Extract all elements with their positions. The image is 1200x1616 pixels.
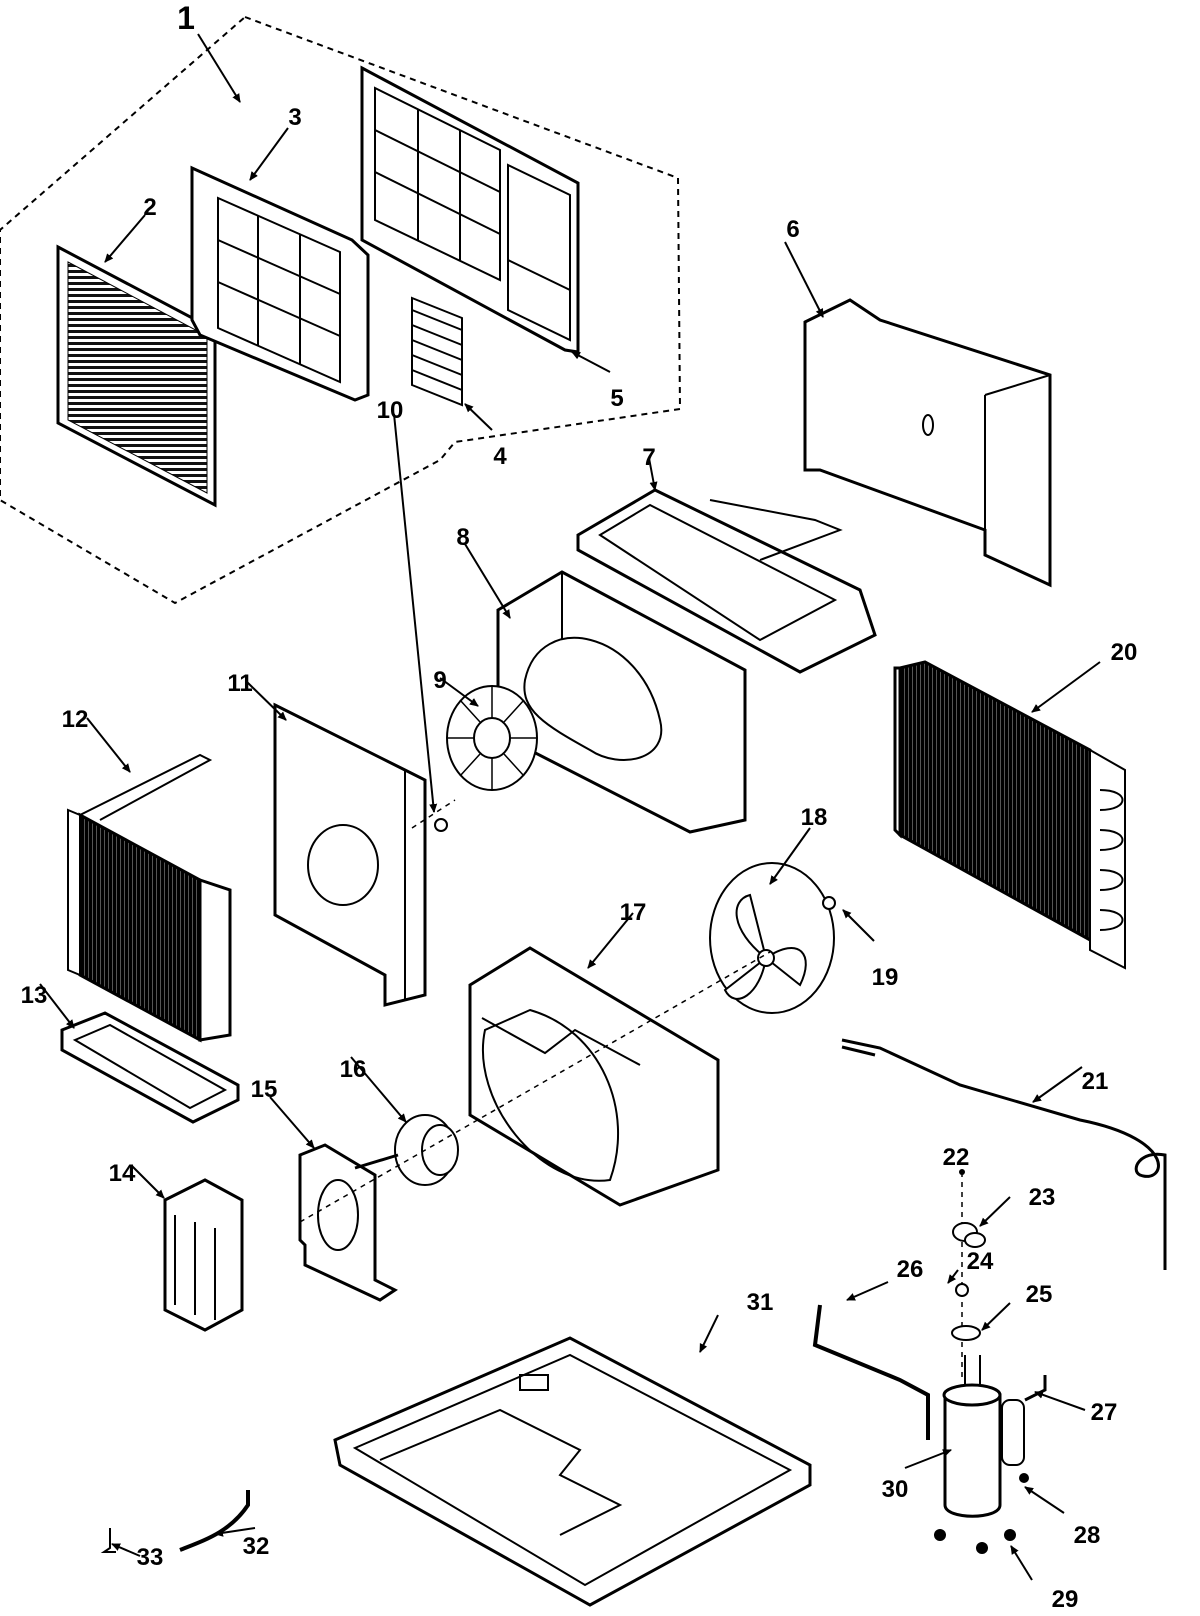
label-19: 19	[871, 964, 899, 991]
label-17: 17	[619, 899, 647, 926]
grommet-28	[1019, 1473, 1029, 1483]
label-2: 2	[143, 194, 157, 221]
base-pan	[333, 1336, 812, 1607]
label-32: 32	[242, 1533, 270, 1560]
accumulator	[1001, 1375, 1047, 1466]
label-5: 5	[610, 385, 624, 412]
label-28: 28	[1073, 1522, 1101, 1549]
evaporator-coil	[67, 753, 232, 1043]
overload-protector-23	[952, 1222, 986, 1248]
label-10: 10	[376, 397, 404, 424]
capillary-tube	[841, 1038, 1167, 1270]
air-filter	[190, 165, 370, 402]
screw-33	[100, 1528, 116, 1553]
label-30: 30	[881, 1476, 909, 1503]
label-7: 7	[642, 444, 656, 471]
label-21: 21	[1081, 1068, 1109, 1095]
label-22: 22	[942, 1144, 970, 1171]
label-1: 1	[177, 0, 195, 36]
label-29: 29	[1051, 1586, 1079, 1613]
orifice-plate	[273, 702, 427, 1007]
condenser-shroud	[468, 946, 720, 1207]
label-3: 3	[288, 104, 302, 131]
cover-25	[951, 1325, 981, 1341]
screw-22	[959, 1169, 965, 1175]
blower-nut	[434, 818, 448, 832]
motor-mount	[298, 1143, 398, 1302]
label-18: 18	[800, 804, 828, 831]
label-23: 23	[1028, 1184, 1056, 1211]
compressor	[942, 1355, 1002, 1518]
label-15: 15	[250, 1076, 278, 1103]
label-33: 33	[136, 1544, 164, 1571]
grommets-29	[934, 1529, 1016, 1554]
condenser-coil	[893, 660, 1126, 970]
label-6: 6	[786, 216, 800, 243]
label-14: 14	[108, 1160, 136, 1187]
discharge-pipe	[812, 1304, 930, 1440]
label-4: 4	[493, 443, 507, 470]
label-31: 31	[746, 1289, 774, 1316]
condenser-fan-blade	[709, 862, 835, 1014]
clip-24	[955, 1283, 969, 1297]
control-bracket	[163, 1178, 244, 1332]
drain-pan	[60, 1011, 240, 1124]
label-26: 26	[896, 1256, 924, 1283]
blower-wheel	[446, 685, 538, 791]
fan-clip	[822, 896, 836, 910]
front-frame	[360, 65, 580, 354]
front-grille	[56, 244, 217, 508]
label-24: 24	[966, 1248, 994, 1275]
label-20: 20	[1110, 639, 1138, 666]
label-25: 25	[1025, 1281, 1053, 1308]
cabinet	[803, 298, 1052, 588]
louver	[411, 296, 463, 407]
drain-hose	[179, 1490, 250, 1552]
label-13: 13	[20, 982, 48, 1009]
label-11: 11	[227, 670, 253, 697]
label-9: 9	[433, 667, 447, 694]
label-27: 27	[1090, 1399, 1118, 1426]
label-12: 12	[61, 706, 89, 733]
label-16: 16	[339, 1056, 367, 1083]
label-8: 8	[456, 524, 470, 551]
